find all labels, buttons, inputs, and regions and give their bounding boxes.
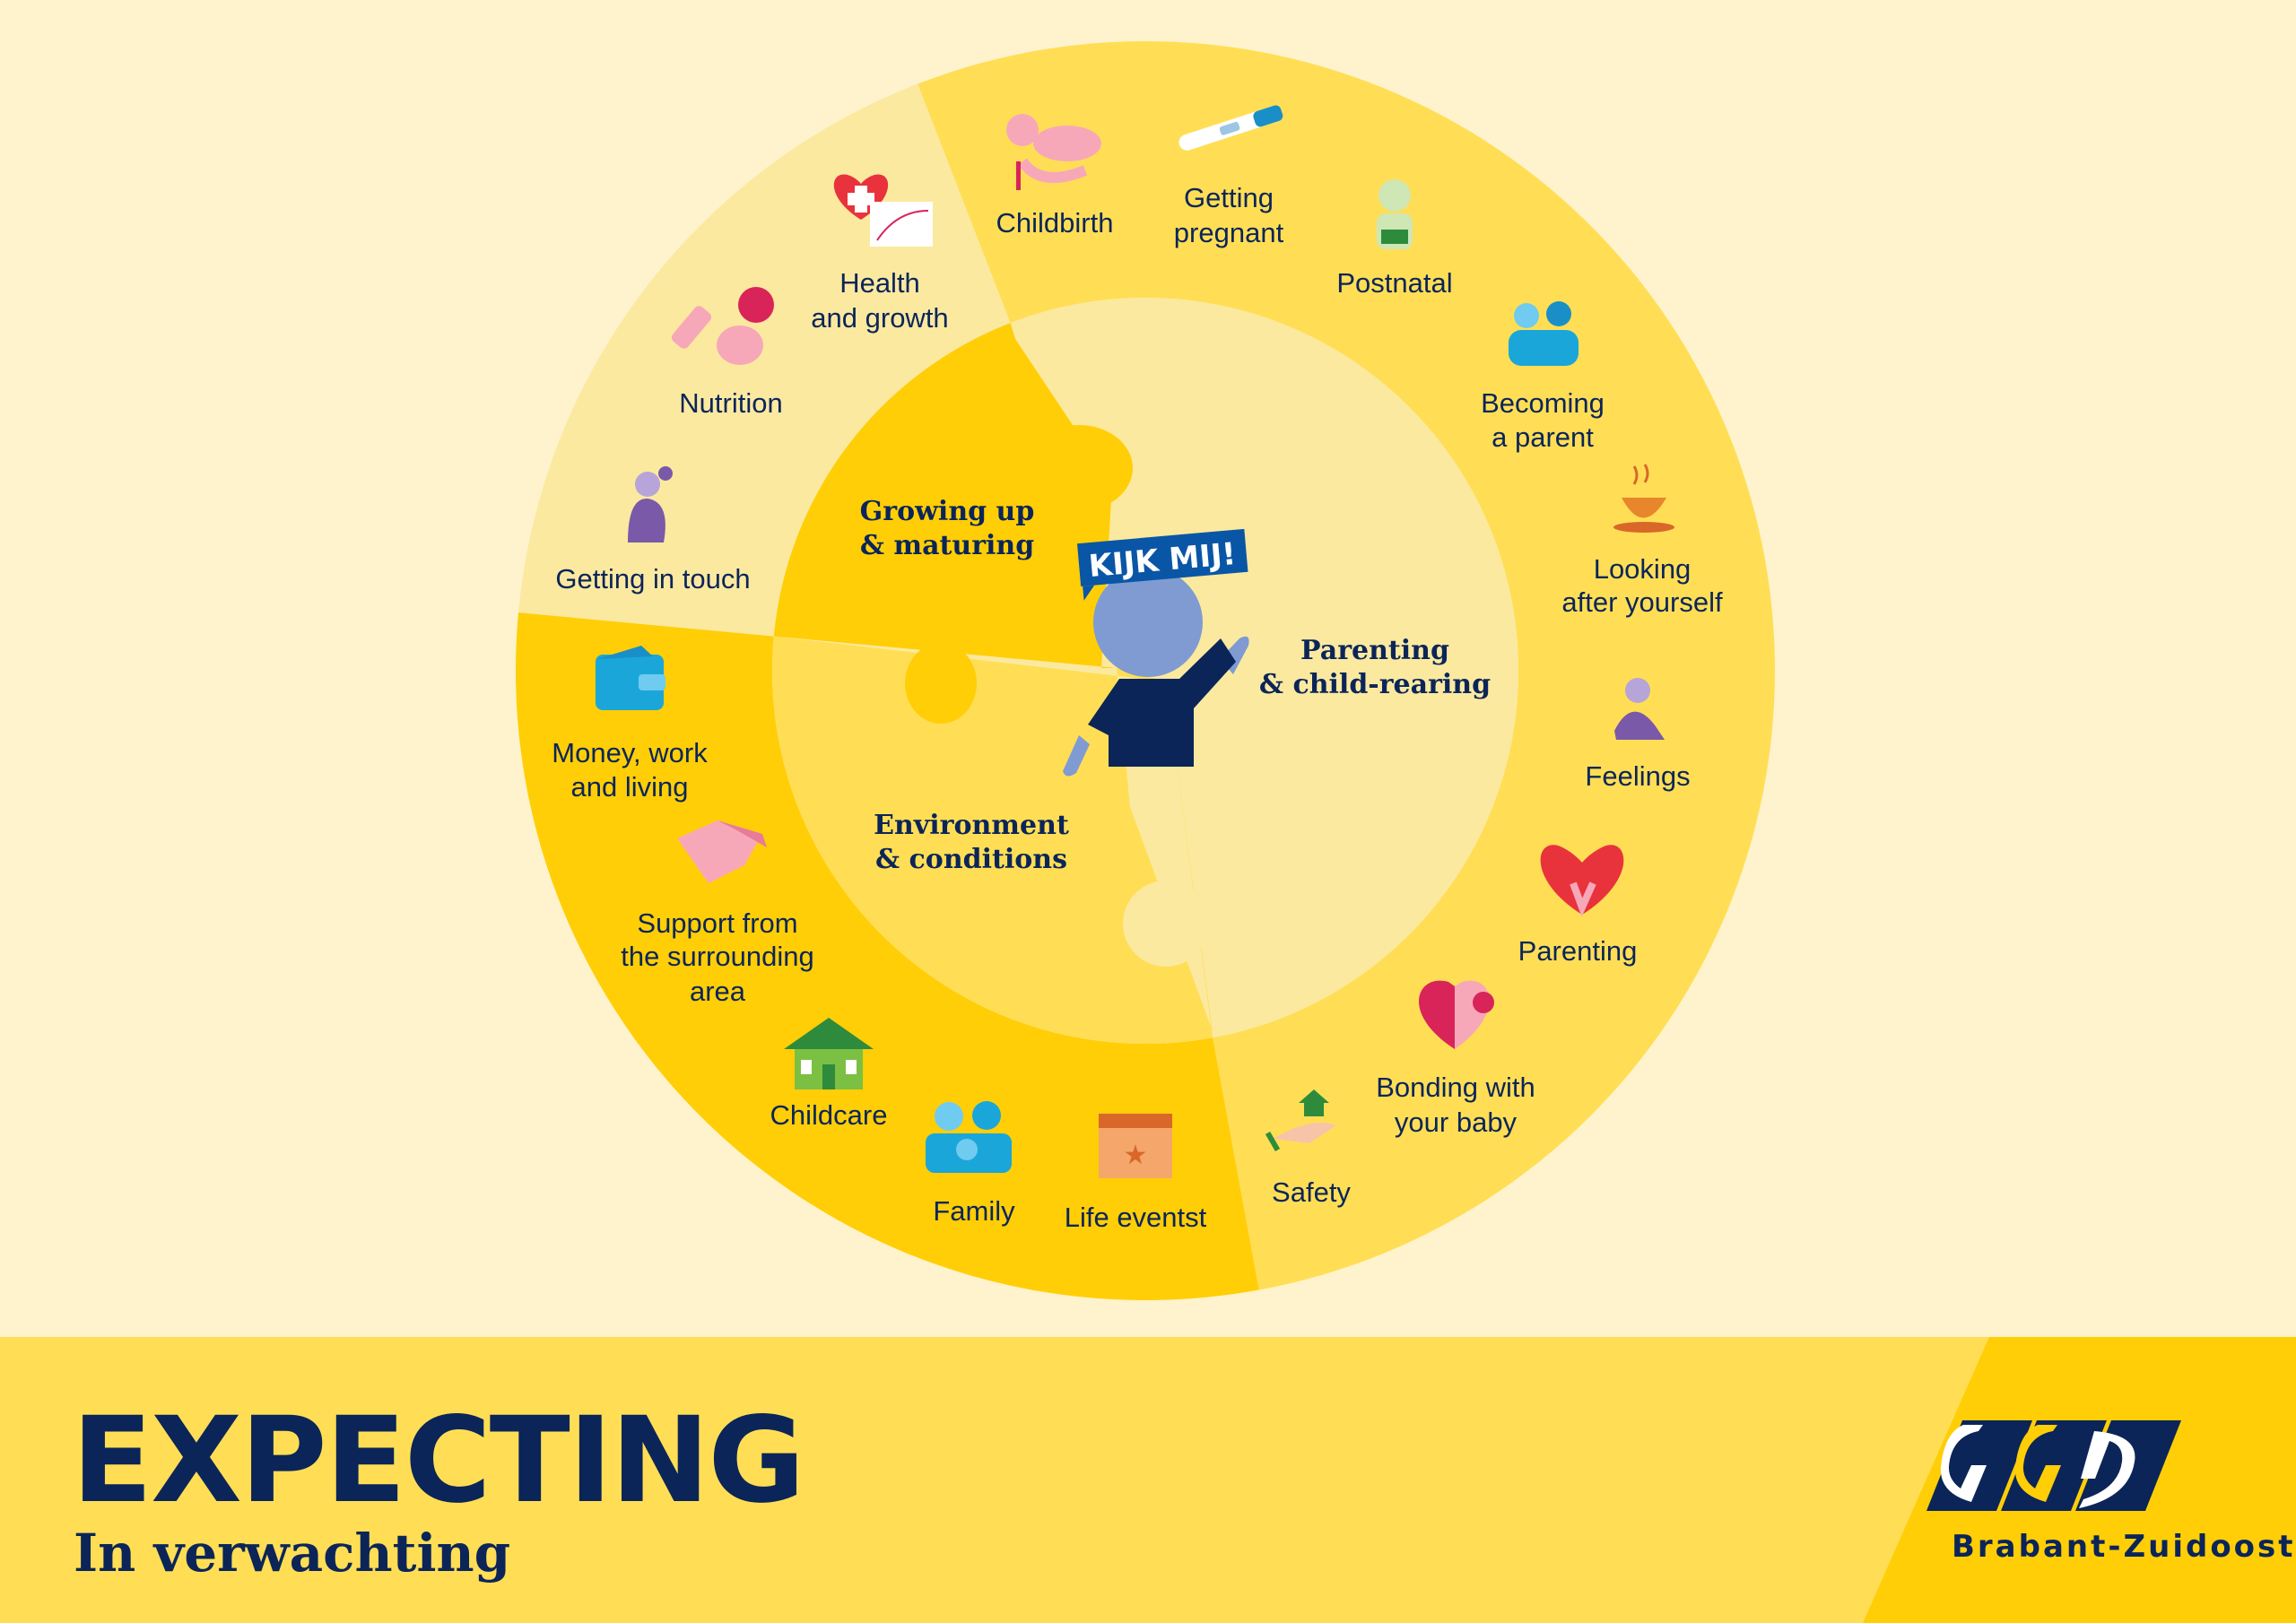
child-head: [1093, 568, 1203, 677]
topic-nutrition[interactable]: Nutrition: [679, 387, 782, 419]
pregnancy-test-icon: [1178, 105, 1283, 151]
calendar-icon: ★: [1099, 1114, 1172, 1178]
topic-childbirth[interactable]: Childbirth: [996, 207, 1114, 239]
topic-family[interactable]: Family: [933, 1195, 1015, 1227]
category-growing: Growing up& maturing: [860, 496, 1035, 561]
bonding-heart-icon: [1418, 980, 1494, 1049]
puzzle-knob: [1025, 425, 1133, 511]
logo-region: Brabant-Zuidoost: [1952, 1529, 2296, 1565]
puzzle-piece-environment: [771, 636, 1213, 1044]
topic-getting-in-touch[interactable]: Getting in touch: [555, 563, 750, 595]
feelings-icon: [1614, 678, 1665, 740]
heart-hand-icon: [1540, 845, 1624, 917]
puzzle-knob: [905, 643, 977, 724]
house-hand-icon: [1265, 1089, 1336, 1152]
topic-childcare[interactable]: Childcare: [770, 1099, 888, 1131]
family-icon: [926, 1101, 1012, 1173]
tea-cup-icon: [1613, 464, 1674, 533]
childbirth-icon: [1006, 114, 1101, 190]
puzzle-knob: [1123, 881, 1209, 967]
ring-sector-environment: [515, 612, 1259, 1300]
ggd-logo: Brabant-Zuidoost: [1926, 1420, 2296, 1565]
nutrition-icon: [671, 287, 774, 365]
topic-parenting[interactable]: Parenting: [1518, 935, 1638, 967]
puzzle-piece-growing: [773, 323, 1117, 668]
topic-feelings[interactable]: Feelings: [1585, 760, 1690, 792]
topic-postnatal[interactable]: Postnatal: [1336, 267, 1452, 299]
child-figure: KIJK MIJ!: [1063, 528, 1249, 777]
childcare-house-icon: [784, 1018, 874, 1089]
category-environment: Environment& conditions: [874, 810, 1069, 875]
topic-life-events[interactable]: Life eventst: [1065, 1202, 1207, 1233]
parents-icon: [1509, 301, 1578, 366]
topic-safety[interactable]: Safety: [1272, 1176, 1351, 1208]
svg-text:★: ★: [1124, 1141, 1148, 1170]
page-title: EXPECTING: [72, 1392, 804, 1530]
kijk-mij-badge: KIJK MIJ!: [1077, 528, 1248, 601]
baby-icon: [1377, 179, 1413, 249]
category-parenting: Parenting& child-rearing: [1259, 635, 1491, 700]
getting-in-touch-icon: [628, 466, 673, 542]
handshake-icon: [677, 820, 767, 883]
child-body: [1088, 638, 1236, 767]
page-subtitle: In verwachting: [74, 1523, 510, 1584]
health-growth-icon: [833, 174, 933, 247]
wallet-icon: [596, 646, 665, 710]
